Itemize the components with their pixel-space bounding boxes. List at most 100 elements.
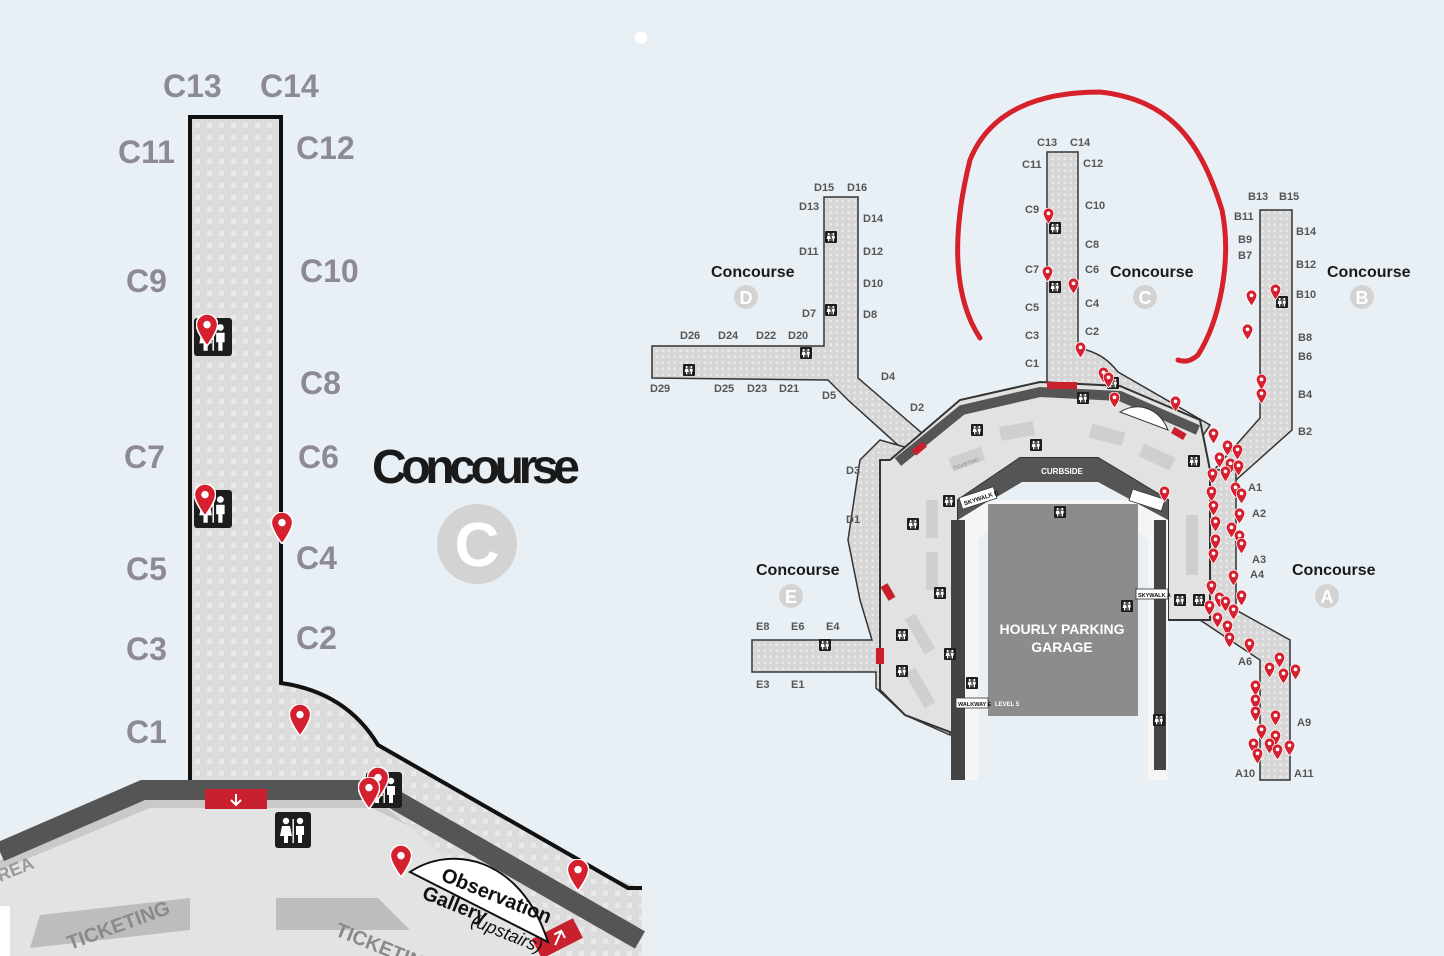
walkway-e: [955, 697, 989, 709]
corridor-wall: [188, 115, 642, 890]
gate-label: B14: [1296, 226, 1317, 238]
gate-label: C4: [296, 540, 337, 576]
concourse-letter: C: [455, 511, 500, 580]
concourse-letter: D: [740, 288, 753, 308]
gate-label: E1: [791, 679, 804, 691]
gate-label: A6: [1238, 656, 1252, 668]
concourse-letter: E: [785, 587, 797, 607]
gate-label: C1: [126, 714, 167, 750]
gate-label: C1: [1025, 358, 1039, 370]
gate-label: D14: [863, 213, 884, 225]
gate-label: D22: [756, 330, 776, 342]
skywalk-d: [958, 486, 998, 510]
gate-label: C9: [126, 263, 167, 299]
gate-label: C5: [1025, 302, 1039, 314]
walkway-e-label: WALKWAY E: [958, 702, 992, 708]
gate-label: C8: [300, 365, 341, 401]
gate-label: C11: [118, 134, 175, 170]
gate-label: D4: [881, 371, 896, 383]
white-block: [0, 906, 10, 956]
skywalk-a: [1135, 588, 1169, 600]
gate-label: A3: [1252, 554, 1266, 566]
gate-label: A2: [1252, 508, 1266, 520]
gate-label: D3: [846, 465, 860, 477]
gate-label: A4: [1250, 569, 1265, 581]
gate-label: C9: [1025, 204, 1039, 216]
concourse-letter-badge: [437, 504, 517, 584]
concourse-letter: B: [1356, 288, 1369, 308]
terminal-outer-band: [894, 386, 1200, 466]
gate-label: A9: [1297, 717, 1311, 729]
gate-label: B4: [1298, 389, 1313, 401]
gate-label: D20: [788, 330, 808, 342]
gate-label: D26: [680, 330, 700, 342]
observation-gallery: [408, 857, 550, 944]
hand-drawn-circle-annotation: [955, 89, 1229, 364]
gate-label: C2: [296, 620, 337, 656]
concourse-title: Concourse: [1292, 562, 1376, 579]
gate-label: B2: [1298, 426, 1312, 438]
gate-label: C14: [260, 68, 319, 104]
gate-label: C11: [1022, 159, 1042, 171]
gate-label: C10: [300, 253, 359, 289]
gate-label: E8: [756, 621, 769, 633]
level-label: LEVEL 5: [995, 702, 1020, 708]
parking-label: GARAGE: [1031, 639, 1092, 655]
gate-label: B15: [1279, 191, 1299, 203]
curbside-label: CURBSIDE: [1041, 467, 1083, 476]
marker-dot: [635, 32, 647, 44]
ticketing-counters: [904, 421, 1198, 709]
gate-label: B11: [1234, 211, 1254, 223]
exit-door-red: [531, 918, 583, 956]
gate-label: C6: [1085, 264, 1099, 276]
roadway: [958, 500, 1168, 780]
gate-label: E3: [756, 679, 769, 691]
concourse-title: Concourse: [1110, 264, 1194, 281]
concourse-letter: A: [1321, 587, 1334, 607]
gate-label: D8: [863, 309, 877, 321]
red-doors: [876, 382, 1187, 664]
gate-label: C4: [1085, 298, 1100, 310]
gate-label: C12: [296, 130, 355, 166]
gate-label: A1: [1248, 482, 1262, 494]
gate-label: D21: [779, 383, 799, 395]
restroom-icon: [275, 812, 311, 848]
gate-label: B9: [1238, 234, 1252, 246]
terminal-overview: CURBSIDE HOURLY PARKING GARAGE SKYWALK D…: [635, 0, 1444, 956]
skywalk-a-top: [1128, 488, 1166, 512]
gate-label: C7: [1025, 264, 1039, 276]
gate-label: B7: [1238, 250, 1252, 262]
gate-label: C8: [1085, 239, 1099, 251]
gate-label: C3: [126, 631, 167, 667]
gate-label: D24: [718, 330, 739, 342]
gate-label: C2: [1085, 326, 1099, 338]
ticketing-counter: [30, 898, 190, 948]
concourse-d-corridor: [651, 196, 932, 457]
gate-label: E6: [791, 621, 804, 633]
gate-label: C10: [1085, 200, 1105, 212]
gate-label: D15: [814, 182, 834, 194]
parking-garage: [988, 504, 1138, 716]
gate-label: B6: [1298, 351, 1312, 363]
concourse-c-zoom: TICKETING TICKETING REA Observation Gall…: [0, 0, 645, 956]
gate-label: D1: [846, 514, 860, 526]
curbside-band: [958, 458, 1168, 520]
gate-label: C14: [1070, 137, 1091, 149]
gate-label: D25: [714, 383, 734, 395]
gate-label: C12: [1083, 158, 1103, 170]
gate-label: D16: [847, 182, 867, 194]
gate-label: C7: [124, 439, 165, 475]
gate-label: D13: [799, 201, 819, 213]
gate-label: B10: [1296, 289, 1316, 301]
gate-label: D12: [863, 246, 883, 258]
down-arrow-icon: [230, 794, 242, 807]
gate-label: B8: [1298, 332, 1312, 344]
skywalk-a-label: SKYWALK A: [1138, 593, 1171, 599]
gate-label: D11: [799, 246, 819, 258]
concourse-title: Concourse: [711, 264, 795, 281]
gate-label: D5: [822, 390, 836, 402]
gate-label: D2: [910, 402, 924, 414]
gate-label: D10: [863, 278, 883, 290]
gate-label: B12: [1296, 259, 1316, 271]
